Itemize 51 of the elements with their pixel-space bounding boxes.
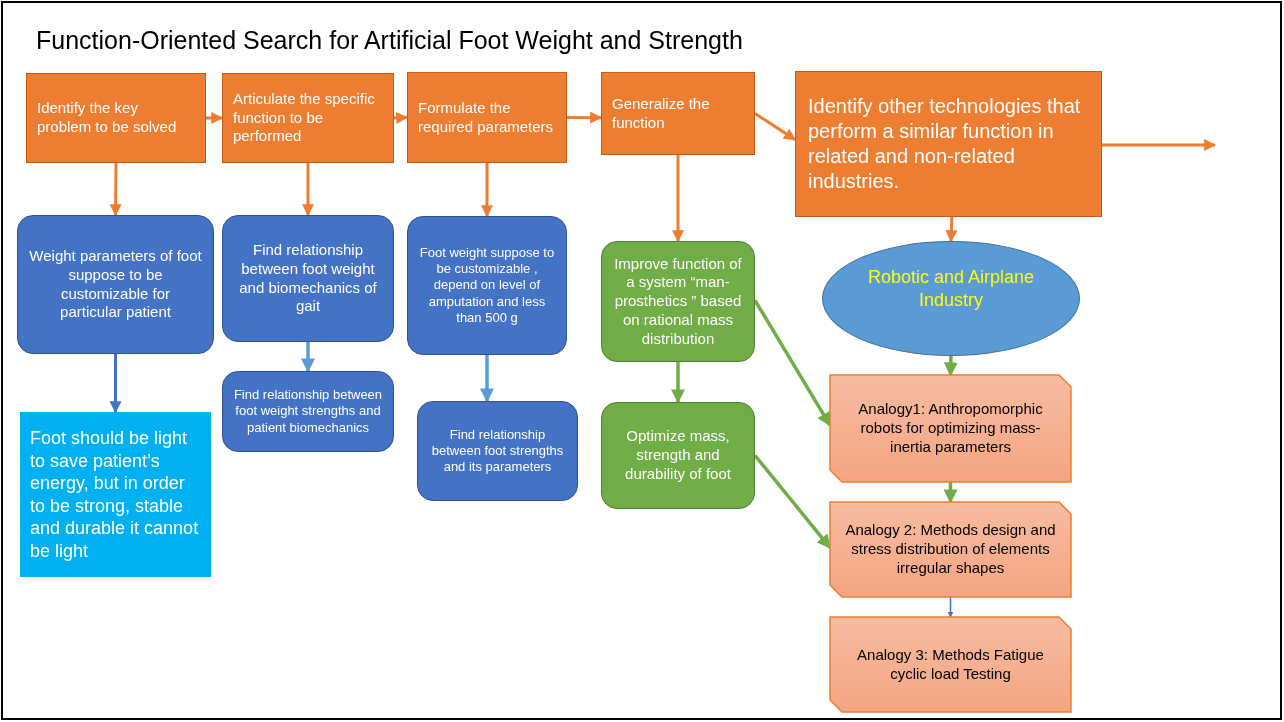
- arrow: [393, 111, 409, 124]
- box-text: Find relationship between foot weight and biomechanics of gait: [238, 241, 378, 316]
- diagram-title: Function-Oriented Search for Artificial Foot Weight and Strength: [36, 26, 743, 55]
- arrow: [943, 482, 958, 504]
- process-box: [26, 73, 206, 163]
- box-text: Analogy 3: Methods Fatigue cyclic load Testing: [856, 645, 1045, 684]
- note-box: [20, 412, 211, 577]
- arrow: [109, 163, 122, 217]
- arrow: [206, 112, 224, 124]
- arrow: [672, 155, 684, 243]
- box-text: Analogy 2: Methods design and stress distribution of elements irregular shapes: [844, 521, 1057, 578]
- process-box: [222, 73, 394, 163]
- box-text: Find relationship between foot strengths and its parameters: [430, 426, 565, 476]
- arrow: [480, 355, 495, 403]
- arrow: [947, 596, 954, 618]
- box-text: Identify other technologies that perform a similar function in related and non-related industries.: [808, 94, 1082, 194]
- box-text: Identify the key problem to be solved: [37, 99, 178, 137]
- box-text: Articulate the specific function to be performed: [233, 89, 376, 147]
- arrow: [481, 163, 493, 218]
- rounded-box: [601, 402, 755, 509]
- box-text: Generalize the function: [612, 94, 711, 133]
- arrow: [671, 362, 685, 404]
- process-box: [795, 71, 1102, 217]
- arrow: [945, 216, 958, 243]
- rounded-box: [222, 215, 394, 342]
- box-text: Formulate the required parameters: [418, 98, 555, 137]
- arrow: [943, 355, 958, 377]
- box-text: Improve function of a system “man-prosthetics ” based on rational mass distribution: [613, 254, 743, 349]
- box-text: Find relationship between foot weight strengths and patient biomechanics: [232, 387, 384, 436]
- rounded-box: [17, 215, 214, 354]
- rounded-box: [222, 371, 394, 452]
- box-text: Robotic and Airplane Industry: [866, 266, 1036, 311]
- box-text: Foot weight suppose to be customizable , depend on level of amputation and less than 500 g: [418, 244, 556, 327]
- rounded-box: [407, 216, 567, 355]
- arrow: [567, 111, 603, 124]
- rounded-box: [601, 241, 755, 362]
- arrow: [302, 163, 314, 217]
- box-text: Foot should be light to save patient’s energy, but in order to be strong, stable and durable it cannot be light: [30, 427, 200, 562]
- snipped-corner-box: [830, 375, 1071, 482]
- arrow: [1102, 139, 1217, 151]
- rounded-box: [417, 401, 578, 501]
- box-text: Analogy1: Anthropomorphic robots for optimizing mass-inertia parameters: [857, 400, 1044, 457]
- snipped-corner-box: [830, 502, 1071, 597]
- arrow: [109, 354, 122, 414]
- process-box: [601, 72, 755, 155]
- arrow: [754, 112, 796, 141]
- box-text: Optimize mass, strength and durability of foot: [624, 427, 732, 484]
- box-text: Weight parameters of foot suppose to be customizable for particular patient: [28, 247, 203, 322]
- process-box: [407, 72, 567, 163]
- arrow: [301, 342, 315, 373]
- snipped-corner-box: [830, 617, 1071, 712]
